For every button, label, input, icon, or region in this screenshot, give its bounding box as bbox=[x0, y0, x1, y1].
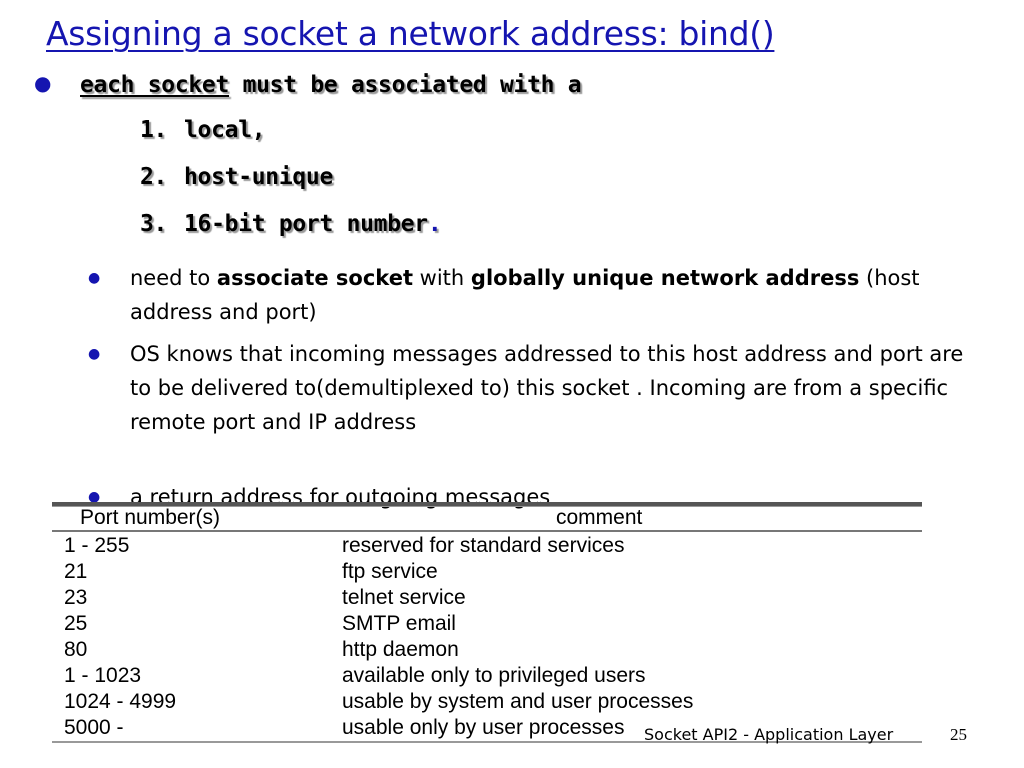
item-suffix: . bbox=[427, 211, 442, 237]
port-cell: 1024 - 4999 bbox=[64, 690, 177, 713]
port-cell: 1 - 255 bbox=[64, 534, 130, 557]
sub-bullet-dot-icon: ● bbox=[88, 346, 101, 362]
port-cell: 5000 - bbox=[64, 716, 124, 739]
main-bullet-underlined: each socket bbox=[80, 72, 230, 98]
sub-bullet-text: need to associate socket with globally u… bbox=[130, 261, 990, 329]
table-header-comment: comment bbox=[556, 506, 643, 529]
port-cell: 25 bbox=[64, 612, 88, 635]
numbered-item: 2. host-unique bbox=[140, 164, 441, 211]
page-number: 25 bbox=[950, 725, 967, 744]
port-cell: 23 bbox=[64, 586, 88, 609]
item-number: 2. bbox=[140, 164, 168, 190]
comment-cell: usable by system and user processes bbox=[342, 690, 694, 713]
numbered-item: 3. 16-bit port number. bbox=[140, 211, 442, 258]
text-run: need to bbox=[130, 266, 217, 290]
comment-cell: reserved for standard services bbox=[342, 534, 625, 557]
comment-cell: telnet service bbox=[342, 586, 466, 609]
sub-bullet-dot-icon: ● bbox=[88, 489, 101, 505]
table-header-port: Port number(s) bbox=[80, 506, 221, 529]
item-text: local, bbox=[184, 117, 266, 143]
port-cell: 1 - 1023 bbox=[64, 664, 142, 687]
comment-cell: http daemon bbox=[342, 638, 459, 661]
main-bullet-text: each socket must be associated with a bbox=[80, 72, 582, 98]
comment-cell: usable only by user processes bbox=[342, 716, 625, 739]
bold-text: globally unique network address bbox=[470, 266, 860, 290]
item-number: 3. bbox=[140, 211, 168, 237]
comment-cell: available only to privileged users bbox=[342, 664, 646, 687]
numbered-item: 1. local, bbox=[140, 117, 441, 164]
comment-cell: SMTP email bbox=[342, 612, 456, 635]
bold-text: associate socket bbox=[216, 266, 413, 290]
bullet-dot-icon: ● bbox=[34, 71, 52, 95]
text-run: with bbox=[413, 266, 471, 290]
table-header-rule bbox=[52, 530, 922, 532]
sub-bullet-dot-icon: ● bbox=[88, 270, 101, 286]
slide-title: Assigning a socket a network address: bi… bbox=[46, 14, 775, 53]
item-text: 16-bit port number bbox=[184, 211, 428, 237]
item-text: host-unique bbox=[184, 164, 334, 190]
port-cell: 80 bbox=[64, 638, 88, 661]
text-run: (host address and port) bbox=[130, 266, 920, 324]
port-cell: 21 bbox=[64, 560, 88, 583]
slide-footer: Socket API2 - Application Layer bbox=[644, 725, 894, 744]
sub-bullet-text: OS knows that incoming messages addresse… bbox=[130, 342, 964, 434]
comment-cell: ftp service bbox=[342, 560, 438, 583]
numbered-list: 1. local, 2. host-unique 3. 16-bit port num… bbox=[140, 117, 442, 258]
main-bullet-rest: must be associated with a bbox=[229, 72, 582, 98]
table-top-rule bbox=[52, 502, 922, 507]
item-number: 1. bbox=[140, 117, 168, 143]
table-bottom-rule bbox=[52, 741, 922, 743]
